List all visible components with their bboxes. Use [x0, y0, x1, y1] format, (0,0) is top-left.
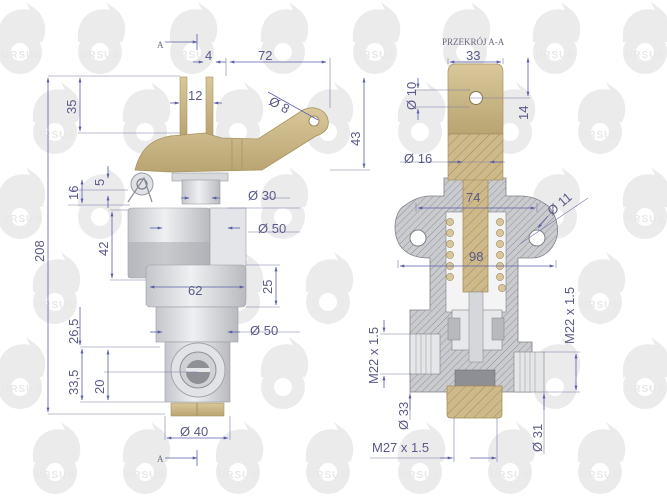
fork-prong-left — [179, 76, 188, 136]
dim-upper-body-dia: Ø 50 — [258, 221, 286, 236]
dim-bottom-thread: M27 x 1.5 — [372, 440, 429, 455]
spring-coils — [446, 218, 506, 292]
dim-hole-dia: Ø 8 — [267, 93, 293, 116]
svg-text:URSUS: URSUS — [580, 300, 620, 311]
dim-flange-width: 62 — [188, 283, 202, 298]
dim-pin-height: 16 — [66, 186, 81, 200]
dim-pin-offset: 5 — [92, 179, 107, 186]
dim-base-dia: Ø 40 — [180, 424, 208, 439]
dim-head-hole-dia: Ø 10 — [404, 82, 419, 110]
svg-text:URSUS: URSUS — [80, 50, 120, 61]
svg-text:URSUS: URSUS — [2, 214, 42, 225]
fork-prong-right — [205, 76, 214, 136]
dim-port-center: 20 — [92, 380, 107, 394]
svg-text:URSUS: URSUS — [35, 300, 75, 311]
dim-flange-width: 98 — [469, 249, 483, 264]
section-marker-bottom: A — [157, 454, 164, 464]
dim-overall-height: 208 — [32, 240, 47, 262]
port-left — [409, 333, 441, 375]
port-right — [513, 351, 545, 393]
dim-rod-dia: Ø 16 — [404, 151, 432, 166]
section-title: PRZEKRÓJ A-A — [442, 37, 505, 47]
dim-left-thread: M22 x 1.5 — [366, 327, 381, 384]
section-marker-top: A — [157, 40, 164, 50]
stem — [181, 179, 221, 205]
dim-fork-gap: 12 — [188, 88, 202, 103]
dim-top-offset: 4 — [205, 48, 212, 63]
svg-text:URSUS: URSUS — [2, 384, 42, 395]
mount-hole-left — [409, 229, 427, 247]
svg-text:URSUS: URSUS — [535, 50, 575, 61]
svg-text:URSUS: URSUS — [625, 214, 665, 225]
dim-fork-height: 35 — [64, 100, 79, 114]
dim-stem-dia: Ø 30 — [248, 188, 276, 203]
dim-right-port-dia: Ø 31 — [530, 424, 545, 452]
svg-text:URSUS: URSUS — [308, 470, 348, 481]
dim-right-thread: M22 x 1.5 — [562, 287, 577, 344]
dim-upper-body-height: 42 — [96, 242, 111, 256]
dim-left-port-dia: Ø 33 — [396, 402, 411, 430]
svg-text:URSUS: URSUS — [35, 130, 75, 141]
svg-text:URSUS: URSUS — [400, 470, 440, 481]
dim-lever-length: 72 — [258, 48, 272, 63]
svg-text:URSUS: URSUS — [625, 50, 665, 61]
svg-text:URSUS: URSUS — [580, 130, 620, 141]
svg-text:URSUS: URSUS — [625, 384, 665, 395]
svg-text:URSUS: URSUS — [2, 50, 42, 61]
svg-text:URSUS: URSUS — [172, 50, 212, 61]
dim-lever-height: 43 — [348, 132, 363, 146]
svg-text:URSUS: URSUS — [125, 470, 165, 481]
svg-text:URSUS: URSUS — [355, 50, 395, 61]
lever-hole — [308, 115, 320, 127]
svg-text:URSUS: URSUS — [218, 470, 258, 481]
dim-lower-body-dia: Ø 50 — [250, 323, 278, 338]
section-view: PRZEKRÓJ A-A — [366, 37, 589, 462]
svg-text:URSUS: URSUS — [35, 470, 75, 481]
dim-port-block-height: 33,5 — [66, 370, 81, 395]
lower-body — [155, 306, 239, 343]
dim-flange-height: 25 — [260, 280, 275, 294]
dim-head-hole-offset: 14 — [516, 106, 531, 120]
dim-head-width: 33 — [466, 48, 480, 63]
dim-lower-body-height: 26,5 — [66, 319, 81, 344]
dim-mount-hole-spacing: 74 — [466, 190, 480, 205]
svg-text:URSUS: URSUS — [490, 470, 530, 481]
svg-text:URSUS: URSUS — [580, 470, 620, 481]
bottom-plug — [446, 385, 503, 419]
side-view: A A 4 72 12 Ø 8 35 43 5 16 Ø 30 Ø 50 42 … — [32, 34, 370, 466]
